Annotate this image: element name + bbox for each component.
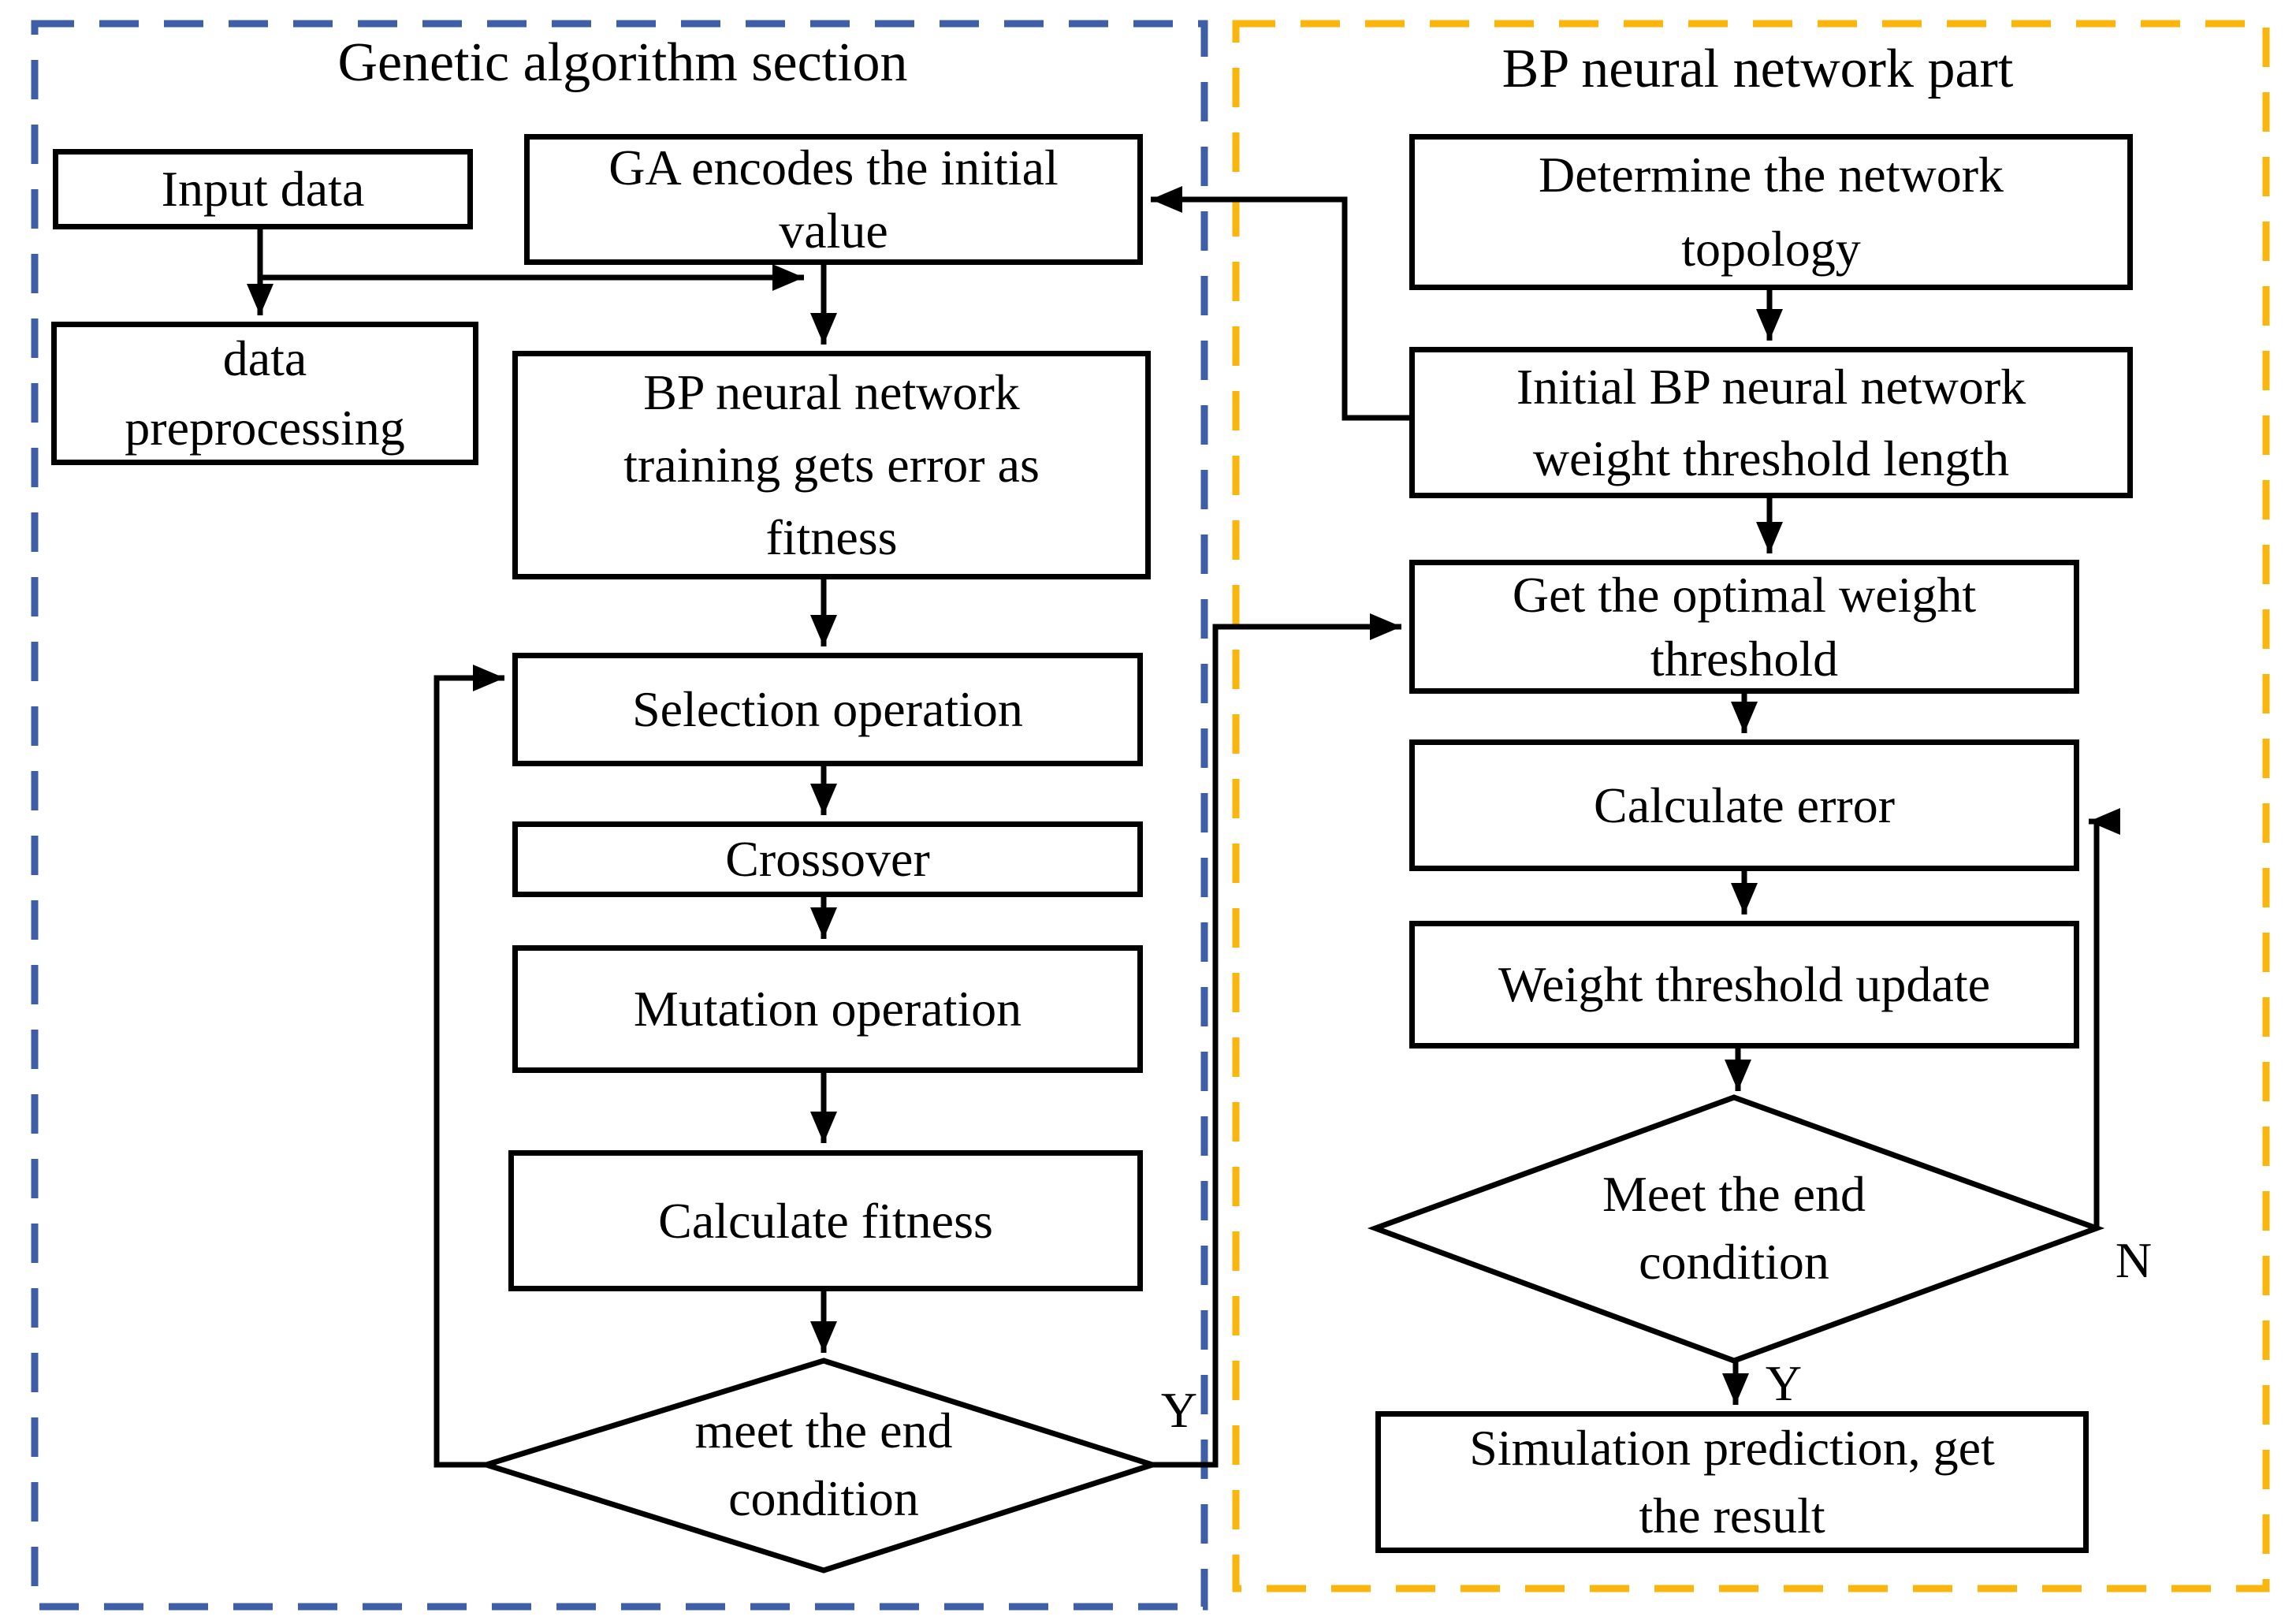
node-bp-training-line1: BP neural network xyxy=(643,364,1020,420)
node-mutation-operation: Mutation operation xyxy=(512,945,1143,1073)
node-calculate-error-line1: Calculate error xyxy=(1594,777,1895,833)
node-crossover-line1: Crossover xyxy=(725,831,930,887)
bp-yes-label: Y xyxy=(1765,1355,1803,1411)
node-simulation-line2: the result xyxy=(1639,1488,1825,1544)
node-data-preprocessing-line2: preprocessing xyxy=(125,400,405,456)
bp-end-condition-label: Meet the end condition xyxy=(1537,1157,1931,1299)
node-calculate-fitness-line1: Calculate fitness xyxy=(658,1192,993,1249)
node-input-data: Input data xyxy=(53,149,473,229)
ga-end-condition-line1: meet the end xyxy=(694,1402,953,1458)
ga-end-condition-line2: condition xyxy=(728,1470,919,1526)
node-simulation-line1: Simulation prediction, get xyxy=(1469,1420,1995,1476)
bp-end-condition-line1: Meet the end xyxy=(1602,1166,1866,1222)
bp-section-title: BP neural network part xyxy=(1502,39,2014,99)
node-bp-training: BP neural network training gets error as… xyxy=(512,351,1151,579)
ga-end-condition-label: meet the end condition xyxy=(627,1394,1021,1536)
node-bp-training-line3: fitness xyxy=(765,509,898,565)
node-ga-encodes-line1: GA encodes the initial xyxy=(608,140,1059,196)
ga-section-title: Genetic algorithm section xyxy=(337,32,908,93)
connector-ga-diamond-loop-to-selection xyxy=(434,665,504,1468)
bp-end-condition-line2: condition xyxy=(1639,1234,1829,1290)
node-selection-operation: Selection operation xyxy=(512,653,1143,766)
node-ga-encodes: GA encodes the initial value xyxy=(524,134,1143,265)
node-weight-update: Weight threshold update xyxy=(1409,921,2079,1049)
bp-no-label: N xyxy=(2115,1232,2153,1288)
node-crossover: Crossover xyxy=(512,821,1143,897)
node-mutation-operation-line1: Mutation operation xyxy=(633,981,1022,1037)
node-get-optimal-line2: threshold xyxy=(1650,631,1839,687)
node-selection-operation-line1: Selection operation xyxy=(632,681,1023,737)
ga-yes-label: Y xyxy=(1160,1382,1198,1438)
node-ga-encodes-line2: value xyxy=(779,203,888,259)
node-calculate-error: Calculate error xyxy=(1409,739,2079,871)
node-data-preprocessing: data preprocessing xyxy=(51,322,478,465)
ga-section-border xyxy=(31,20,1208,1611)
node-input-data-line1: Input data xyxy=(161,161,365,217)
node-initial-weights-line2: weight threshold length xyxy=(1532,430,2010,486)
node-initial-weights-line1: Initial BP neural network xyxy=(1516,359,2026,415)
node-get-optimal-line1: Get the optimal weight xyxy=(1512,567,1977,623)
bp-section-border xyxy=(1232,20,2270,1592)
node-get-optimal: Get the optimal weight threshold xyxy=(1409,560,2079,694)
bp-end-condition-diamond xyxy=(1367,1094,2105,1364)
node-initial-weights: Initial BP neural network weight thresho… xyxy=(1409,347,2133,498)
node-determine-topology-line1: Determine the network xyxy=(1539,147,2004,203)
ga-end-condition-diamond xyxy=(477,1358,1162,1574)
node-weight-update-line1: Weight threshold update xyxy=(1498,956,1991,1012)
connector-ga-diamond-yes-to-get-optimal xyxy=(1152,613,1401,1468)
node-simulation: Simulation prediction, get the result xyxy=(1375,1411,2089,1553)
node-bp-training-line2: training gets error as xyxy=(623,437,1040,493)
node-data-preprocessing-line1: data xyxy=(222,330,307,386)
node-determine-topology-line2: topology xyxy=(1681,221,1861,277)
node-determine-topology: Determine the network topology xyxy=(1409,134,2133,290)
node-calculate-fitness: Calculate fitness xyxy=(508,1150,1143,1291)
connector-initial-to-ga-encodes xyxy=(1151,186,1409,421)
connector-bp-diamond-no-to-calc-error xyxy=(2089,808,2120,1228)
